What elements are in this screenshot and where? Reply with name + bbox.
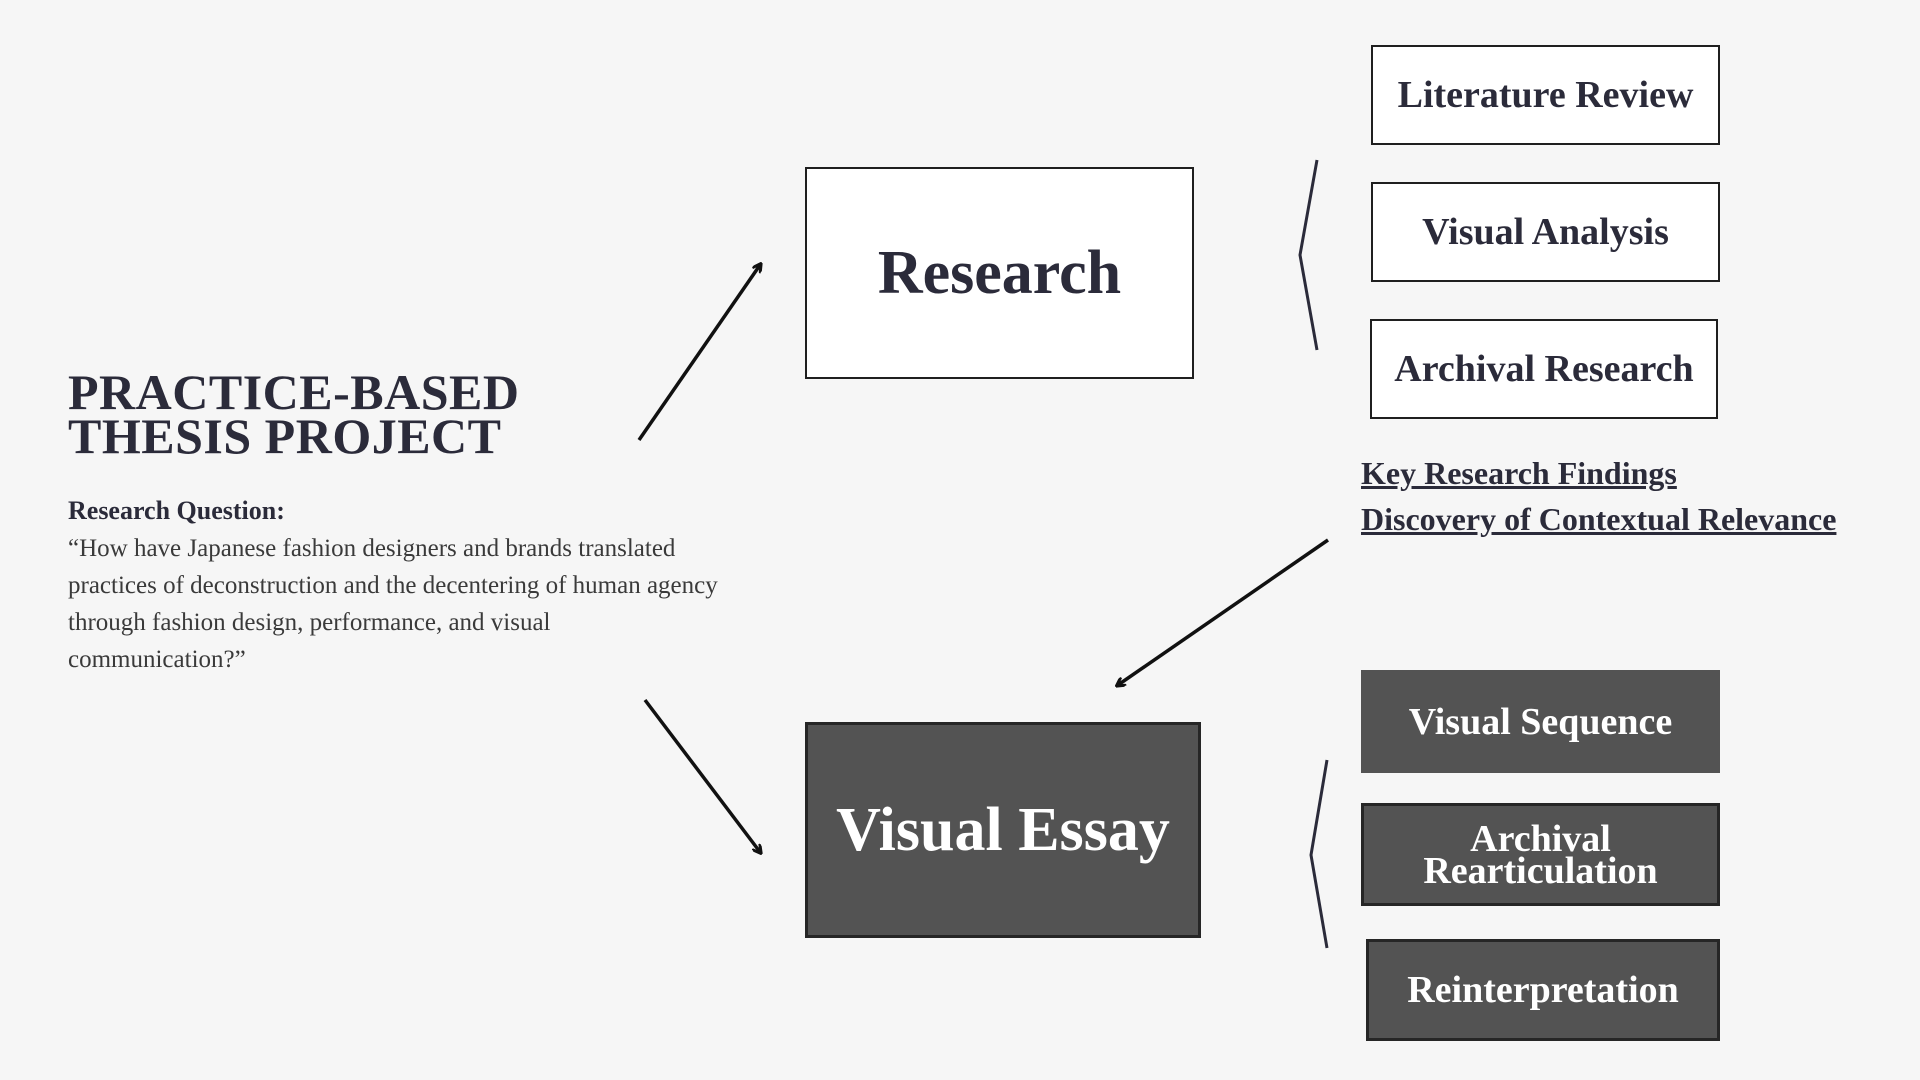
diagram-title: PRACTICE-BASED THESIS PROJECT [68, 364, 520, 464]
key-findings-line-1: Key Research Findings [1361, 455, 1677, 491]
essay-components-bracket [1309, 759, 1329, 949]
research-question-label: Research Question: [68, 496, 285, 525]
archival-rearticulation-node: Archival Rearticulation [1361, 803, 1720, 906]
research-node: Research [805, 167, 1194, 379]
reinterpretation-node: Reinterpretation [1366, 939, 1720, 1041]
archival-research-node: Archival Research [1370, 319, 1718, 419]
visual-analysis-node: Visual Analysis [1371, 182, 1720, 282]
research-methods-bracket [1298, 159, 1319, 351]
arrow-to-research [637, 265, 760, 441]
literature-review-node: Literature Review [1371, 45, 1720, 145]
visual-essay-node: Visual Essay [805, 722, 1201, 938]
arrow-findings-to-essay [1118, 538, 1329, 685]
title-line-2: THESIS PROJECT [68, 408, 502, 464]
visual-sequence-node: Visual Sequence [1361, 670, 1720, 773]
key-findings: Key Research Findings Discovery of Conte… [1361, 450, 1836, 542]
research-question-text: “How have Japanese fashion designers and… [68, 535, 718, 673]
arrow-to-visual-essay [643, 698, 760, 852]
key-findings-line-2: Discovery of Contextual Relevance [1361, 501, 1837, 537]
title-line-1: PRACTICE-BASED [68, 364, 520, 420]
